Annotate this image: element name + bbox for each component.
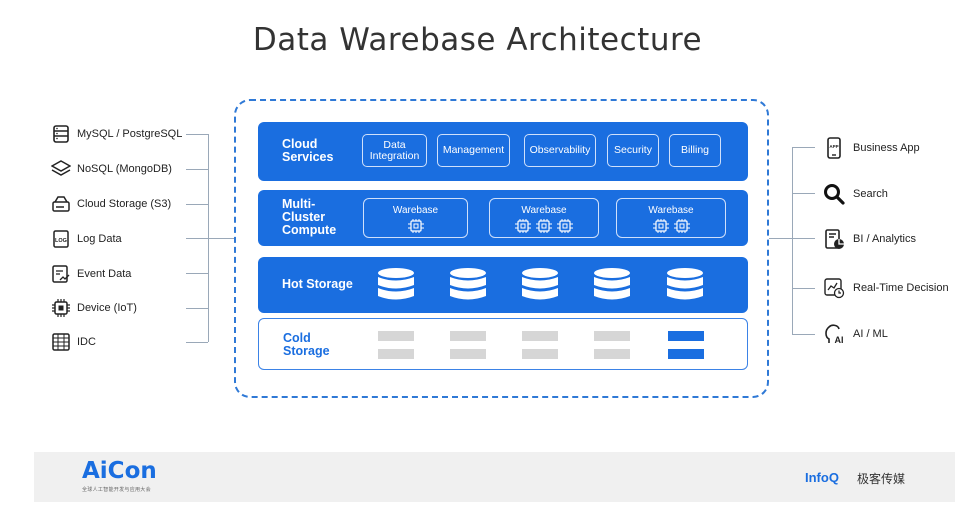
destination-label: Real-Time Decision [853,282,949,294]
chip-device-icon [51,298,71,318]
aicon-subtitle: 全球人工智能开发与应用大会 [82,487,151,493]
chip-icon [673,219,690,233]
database-icon [377,267,415,305]
database-icon [666,267,704,305]
aicon-logo: AiCon [82,458,157,484]
core-to-dest-line [769,238,815,239]
source-connector [186,308,208,309]
analytics-report-icon [823,228,845,250]
layers-icon [50,159,72,179]
data-source-item: Cloud Storage (S3) [51,193,171,215]
destination-item: Search [823,182,888,206]
service-management: Management [437,134,510,167]
dest-connector [792,288,815,289]
cold-storage-block [594,331,630,341]
source-to-core-line [186,238,234,239]
cold-storage-active-block [668,349,704,359]
event-chart-icon [51,264,71,284]
data-source-label: Event Data [77,268,132,280]
source-connector [186,134,208,135]
warebase-cluster: Warebase [616,198,726,238]
log-file-icon: LOG [51,229,71,249]
data-source-item: IDC [51,331,96,353]
source-connector [186,273,208,274]
cloud-storage-icon [51,194,71,214]
destination-label: Search [853,188,888,200]
data-source-label: NoSQL (MongoDB) [77,163,172,175]
geek-media-text: 极客传媒 [857,472,906,486]
chip-icon [536,219,552,233]
cold-storage-block [378,331,414,341]
data-source-item: NoSQL (MongoDB) [50,158,172,180]
data-source-item: Device (IoT) [51,297,137,319]
destination-item: AI AI / ML [823,322,888,346]
cold-storage-block [594,349,630,359]
destination-label: Business App [853,142,920,154]
mobile-app-icon: APP [823,137,845,159]
svg-text:APP: APP [829,144,838,149]
destination-item: BI / Analytics [823,227,916,251]
destination-label: AI / ML [853,328,888,340]
cold-storage-block [522,349,558,359]
source-connector [186,169,208,170]
database-icon [521,267,559,305]
source-connector [186,342,208,343]
cloud-services-title: Cloud Services [282,137,334,164]
chip-icon [515,219,531,233]
infoq-logo: InfoQ [805,470,839,485]
chip-icon [557,219,573,233]
compute-layer: Multi- Cluster Compute Warebase Warebase… [258,190,748,246]
hot-storage-layer: Hot Storage [258,257,748,313]
service-billing: Billing [669,134,721,167]
cold-storage-title: Cold Storage [283,331,330,358]
destination-item: Real-Time Decision [823,276,949,300]
database-icon [593,267,631,305]
destination-item: APP Business App [823,136,920,160]
dest-connector [792,193,815,194]
service-observability: Observability [524,134,596,167]
chip-icon [407,219,424,233]
destination-label: BI / Analytics [853,233,916,245]
dest-trunk-line [792,147,793,335]
data-source-label: Device (IoT) [77,302,137,314]
chip-icon [652,219,669,233]
ai-head-icon: AI [823,323,845,345]
warebase-cluster: Warebase [363,198,468,238]
data-source-label: IDC [77,336,96,348]
database-icon [449,267,487,305]
dest-connector [792,334,815,335]
footer-bar: AiCon 全球人工智能开发与应用大会 InfoQ 极客传媒 [34,452,955,502]
data-source-label: MySQL / PostgreSQL [77,128,183,140]
cold-storage-layer: Cold Storage [258,318,748,370]
search-icon [823,183,845,205]
svg-text:AI: AI [835,335,844,345]
source-connector [186,204,208,205]
dest-connector [792,147,815,148]
cold-storage-active-block [668,331,704,341]
realtime-decision-icon [823,277,845,299]
server-rack-icon [51,332,71,352]
data-source-label: Log Data [77,233,122,245]
cold-storage-block [522,331,558,341]
svg-text:LOG: LOG [55,238,67,244]
data-source-label: Cloud Storage (S3) [77,198,172,210]
cold-storage-block [450,349,486,359]
warebase-cluster: Warebase [489,198,599,238]
hot-storage-title: Hot Storage [282,277,353,291]
service-security: Security [607,134,659,167]
cold-storage-block [378,349,414,359]
database-icon [51,124,71,144]
cold-storage-block [450,331,486,341]
diagram-title: Data Warebase Architecture [252,22,703,58]
data-source-item: Event Data [51,263,131,285]
data-source-item: MySQL / PostgreSQL [51,123,182,145]
compute-title: Multi- Cluster Compute [282,197,337,237]
data-source-item: LOG Log Data [51,228,122,250]
warebase-core-boundary [234,99,769,398]
